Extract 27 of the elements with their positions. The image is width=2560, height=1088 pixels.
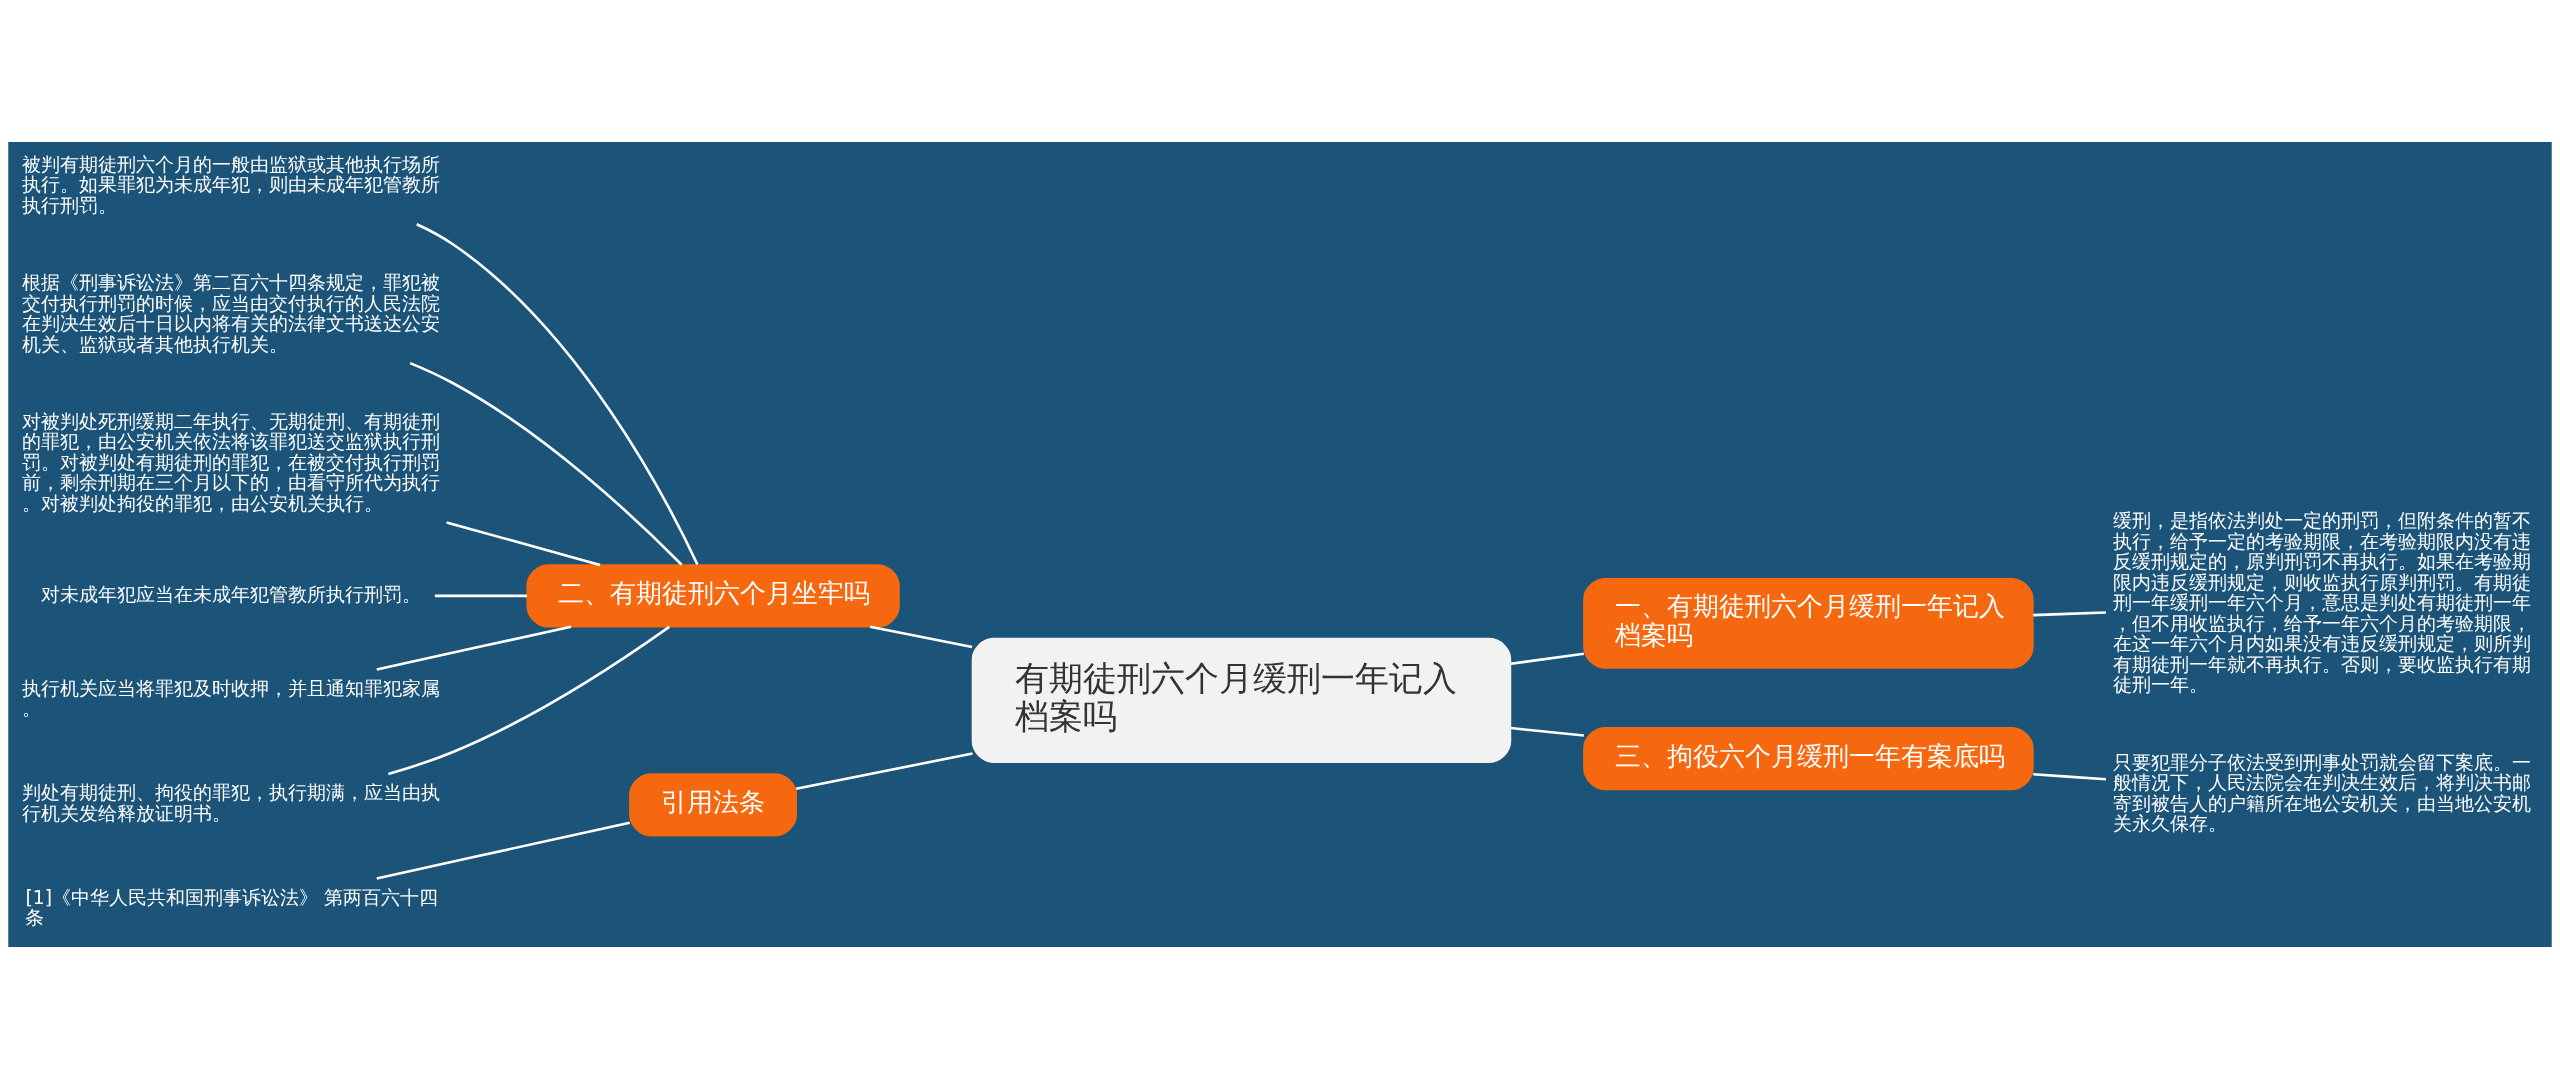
connector xyxy=(2033,610,2106,616)
node-box: 二、有期徒刑六个月坐牢吗 xyxy=(526,563,900,628)
node-text: 根据《刑事诉讼法》第二百六十四条规定，罪犯被交付执行刑罚的时候，应当由交付执行的人民法院在判决生效后十日以内将有关的法律文书送达公安机关、监狱或者其他执行机关。 xyxy=(21,271,440,355)
connector xyxy=(1510,652,1584,665)
node-text: 对被判处死刑缓期二年执行、无期徒刑、有期徒刑的罪犯，由公安机关依法将该罪犯送交监狱执行刑罚。对被判处有期徒刑的罪犯，在被交付执行刑罚前，剩余刑期在三个月以下的，由看守所代为执行。对被判处拘役的罪犯，由公安机关执行。 xyxy=(21,410,440,514)
connector xyxy=(446,520,601,566)
connector xyxy=(1510,726,1584,737)
connector xyxy=(409,361,683,566)
connector xyxy=(387,625,670,775)
node-text: 判处有期徒刑、拘役的罪犯，执行期满，应当由执行机关发给释放证明书。 xyxy=(21,781,440,824)
node-text: 缓刑，是指依法判处一定的刑罚，但附条件的暂不执行，给予一定的考验期限，在考验期限内没有违反缓刑规定的，原判刑罚不再执行。如果在考验期限内违反缓刑规定，则收监执行原判刑罚。有期徒刑一年缓刑一年六个月，意思是判处有期徒刑一年，但不用收监执行，给予一年六个月的考验期限，在这一年六个月内如果没有违反缓刑规定，则所判有期徒刑一年就不再执行。否则，要收监执行有期徒刑一年。 xyxy=(2113,509,2532,695)
connector xyxy=(869,625,973,648)
node-text: 对未成年犯应当在未成年犯管教所执行刑罚。 xyxy=(40,583,421,605)
node-text: 执行机关应当将罪犯及时收押，并且通知罪犯家属。 xyxy=(21,677,440,719)
node-text: 被判有期徒刑六个月的一般由监狱或其他执行场所执行。如果罪犯为未成年犯，则由未成年犯管教所执行刑罚。 xyxy=(21,153,440,216)
connector xyxy=(2033,772,2106,781)
node-text: [1]《中华人民共和国刑事诉讼法》 第两百六十四条 xyxy=(25,886,439,928)
node-box: 有期徒刑六个月缓刑一年记入档案吗 xyxy=(971,637,1512,763)
connector xyxy=(434,594,527,597)
node-box: 一、有期徒刑六个月缓刑一年记入档案吗 xyxy=(1583,577,2034,669)
connector xyxy=(795,751,973,790)
node-box: 三、拘役六个月缓刑一年有案底吗 xyxy=(1583,726,2034,790)
connector xyxy=(376,821,630,880)
connector xyxy=(376,624,572,671)
node-box: 引用法条 xyxy=(629,772,797,837)
connector xyxy=(416,222,699,565)
node-text: 只要犯罪分子依法受到刑事处罚就会留下案底。一般情况下，人民法院会在判决生效后，将判决书邮寄到被告人的户籍所在地公安机关，由当地公安机关永久保存。 xyxy=(2113,751,2532,834)
